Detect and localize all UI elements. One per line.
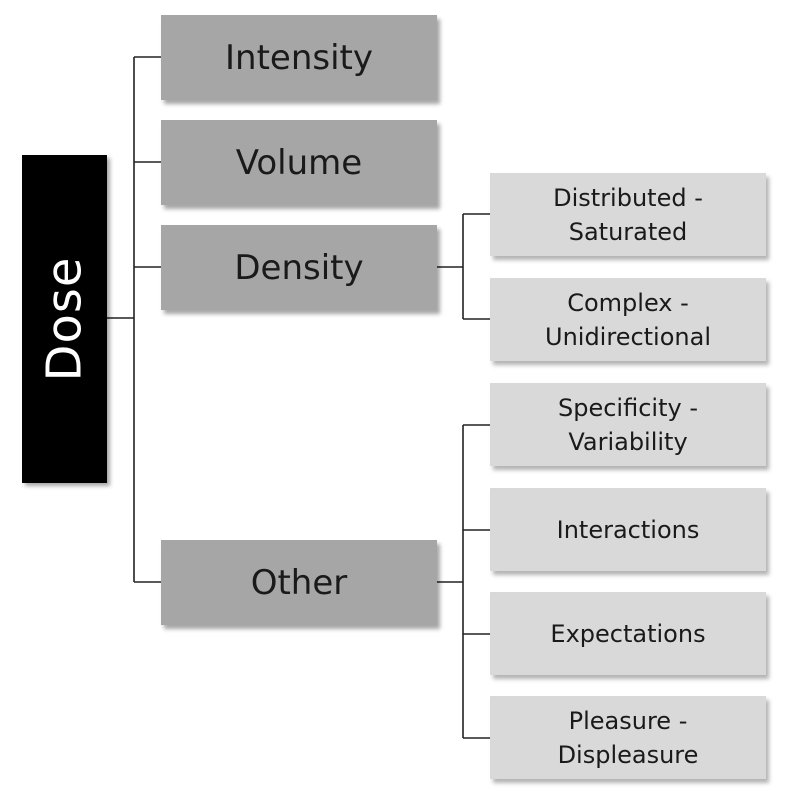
root-label: Dose <box>36 256 93 382</box>
node-density: Density <box>161 225 437 310</box>
node-other: Other <box>161 540 437 625</box>
node-interactions: Interactions <box>490 488 766 571</box>
node-intensity: Intensity <box>161 15 437 100</box>
node-pleasure-displeasure: Pleasure - Displeasure <box>490 696 766 779</box>
node-volume: Volume <box>161 120 437 205</box>
node-distributed-saturated: Distributed - Saturated <box>490 173 766 256</box>
node-expectations: Expectations <box>490 592 766 675</box>
node-specificity-variability: Specificity - Variability <box>490 383 766 466</box>
node-complex-unidirectional: Complex - Unidirectional <box>490 278 766 361</box>
root-node-dose: Dose <box>22 155 107 483</box>
